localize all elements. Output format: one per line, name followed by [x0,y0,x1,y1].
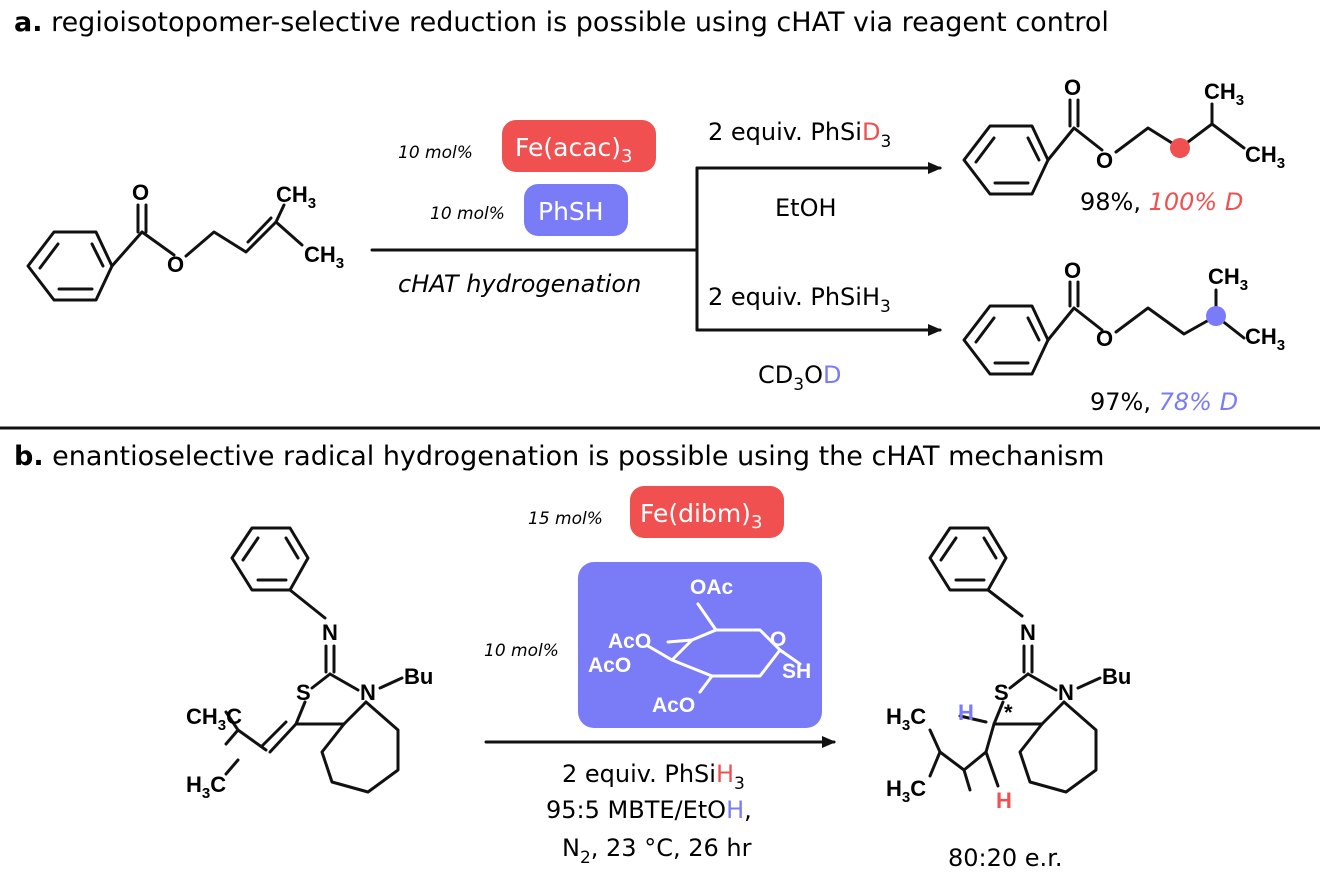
bottom-solvent: CD3OD [758,361,841,395]
fe-acac-loading: 10 mol% [398,143,473,163]
svg-text:CH3C: CH3C [186,704,242,734]
phsh-pill [524,184,628,236]
fe-acac-label: Fe(acac)3 [515,133,632,167]
top-yield: 98%, 100% D [1080,188,1243,216]
top-reagent: 2 equiv. PhSiD3 [708,118,891,152]
thiosugar-structure: OAc AcO AcO AcO O SH [588,576,811,717]
carbonyl-oxygen: O [132,180,149,205]
svg-text:N: N [360,680,376,705]
methyl-bonds [274,203,304,247]
stereocenter-star: * [1004,700,1013,725]
panel-a-heading: a. regioisotopomer-selective reduction i… [14,7,1109,38]
svg-text:O: O [1096,326,1113,351]
panel-a-starting-material: O O CH3 CH3 [26,180,344,302]
svg-text:CH3: CH3 [1204,79,1244,109]
h-red-label: H [996,788,1012,813]
h-blue-label: H [958,700,974,725]
svg-text:N: N [322,620,338,645]
svg-text:CH3: CH3 [1245,142,1285,172]
product-bottom-deuterated: O O CH3 CH3 [962,258,1285,376]
fe-dibm-pill [630,486,784,538]
product-er: 80:20 e.r. [948,844,1062,872]
deuterium-site-dot-blue [1206,306,1226,326]
top-solvent: EtOH [775,194,837,222]
methyl-top: CH3 [276,182,316,212]
svg-text:AcO: AcO [588,654,631,677]
svg-text:H3C: H3C [886,776,926,806]
carbonyl-bond [136,203,148,234]
panel-b-starting-material: N S N Bu CH3C H3C [186,526,433,802]
panel-b-product: N S N Bu H * H H3C H3C [886,526,1131,813]
svg-text:O: O [1096,148,1113,173]
svg-text:H3C: H3C [886,704,926,734]
ester-bonds [110,230,176,268]
svg-text:CH3: CH3 [1245,324,1285,354]
svg-text:N: N [1058,680,1074,705]
svg-text:N: N [1020,620,1036,645]
panel-b-reagent: 2 equiv. PhSiH3 [562,760,745,794]
thiosugar-box [578,562,822,728]
svg-text:O: O [1064,75,1081,100]
fe-dibm-label: Fe(dibm)3 [640,499,762,533]
fe-acac-pill [502,120,656,172]
svg-text:AcO: AcO [608,630,651,653]
phsh-label: PhSH [538,197,604,226]
svg-text:SH: SH [782,660,811,683]
svg-text:Bu: Bu [404,664,433,689]
svg-text:Bu: Bu [1102,664,1131,689]
bottom-reagent: 2 equiv. PhSiH3 [708,283,891,317]
panel-b-conditions: N2, 23 °C, 26 hr [562,834,752,868]
phsh-loading: 10 mol% [430,204,505,224]
svg-text:S: S [296,680,311,705]
product-top-deuterated: O O CH3 CH3 [962,75,1285,196]
alkyl-chain [184,220,278,258]
svg-text:H3C: H3C [186,772,226,802]
svg-text:S: S [994,680,1009,705]
svg-text:OAc: OAc [690,576,734,599]
panel-b-solvent: 95:5 MBTE/EtOH, [546,796,752,824]
cHAT-condition-label: cHAT hydrogenation [398,270,641,298]
deuterium-site-dot-red [1170,138,1190,158]
svg-text:AcO: AcO [652,694,695,717]
svg-text:CH3: CH3 [1208,264,1248,294]
benzene-double-bonds [38,242,105,291]
fe-dibm-loading: 15 mol% [528,509,603,529]
panel-b-heading: b. enantioselective radical hydrogenatio… [14,441,1104,472]
alkene-double-bond [246,216,273,244]
svg-text:O: O [770,628,786,651]
thiosugar-loading: 10 mol% [484,641,559,661]
ester-oxygen: O [167,252,184,277]
bottom-yield: 97%, 78% D [1090,388,1238,416]
methyl-bottom: CH3 [304,242,344,272]
svg-text:O: O [1064,258,1081,283]
